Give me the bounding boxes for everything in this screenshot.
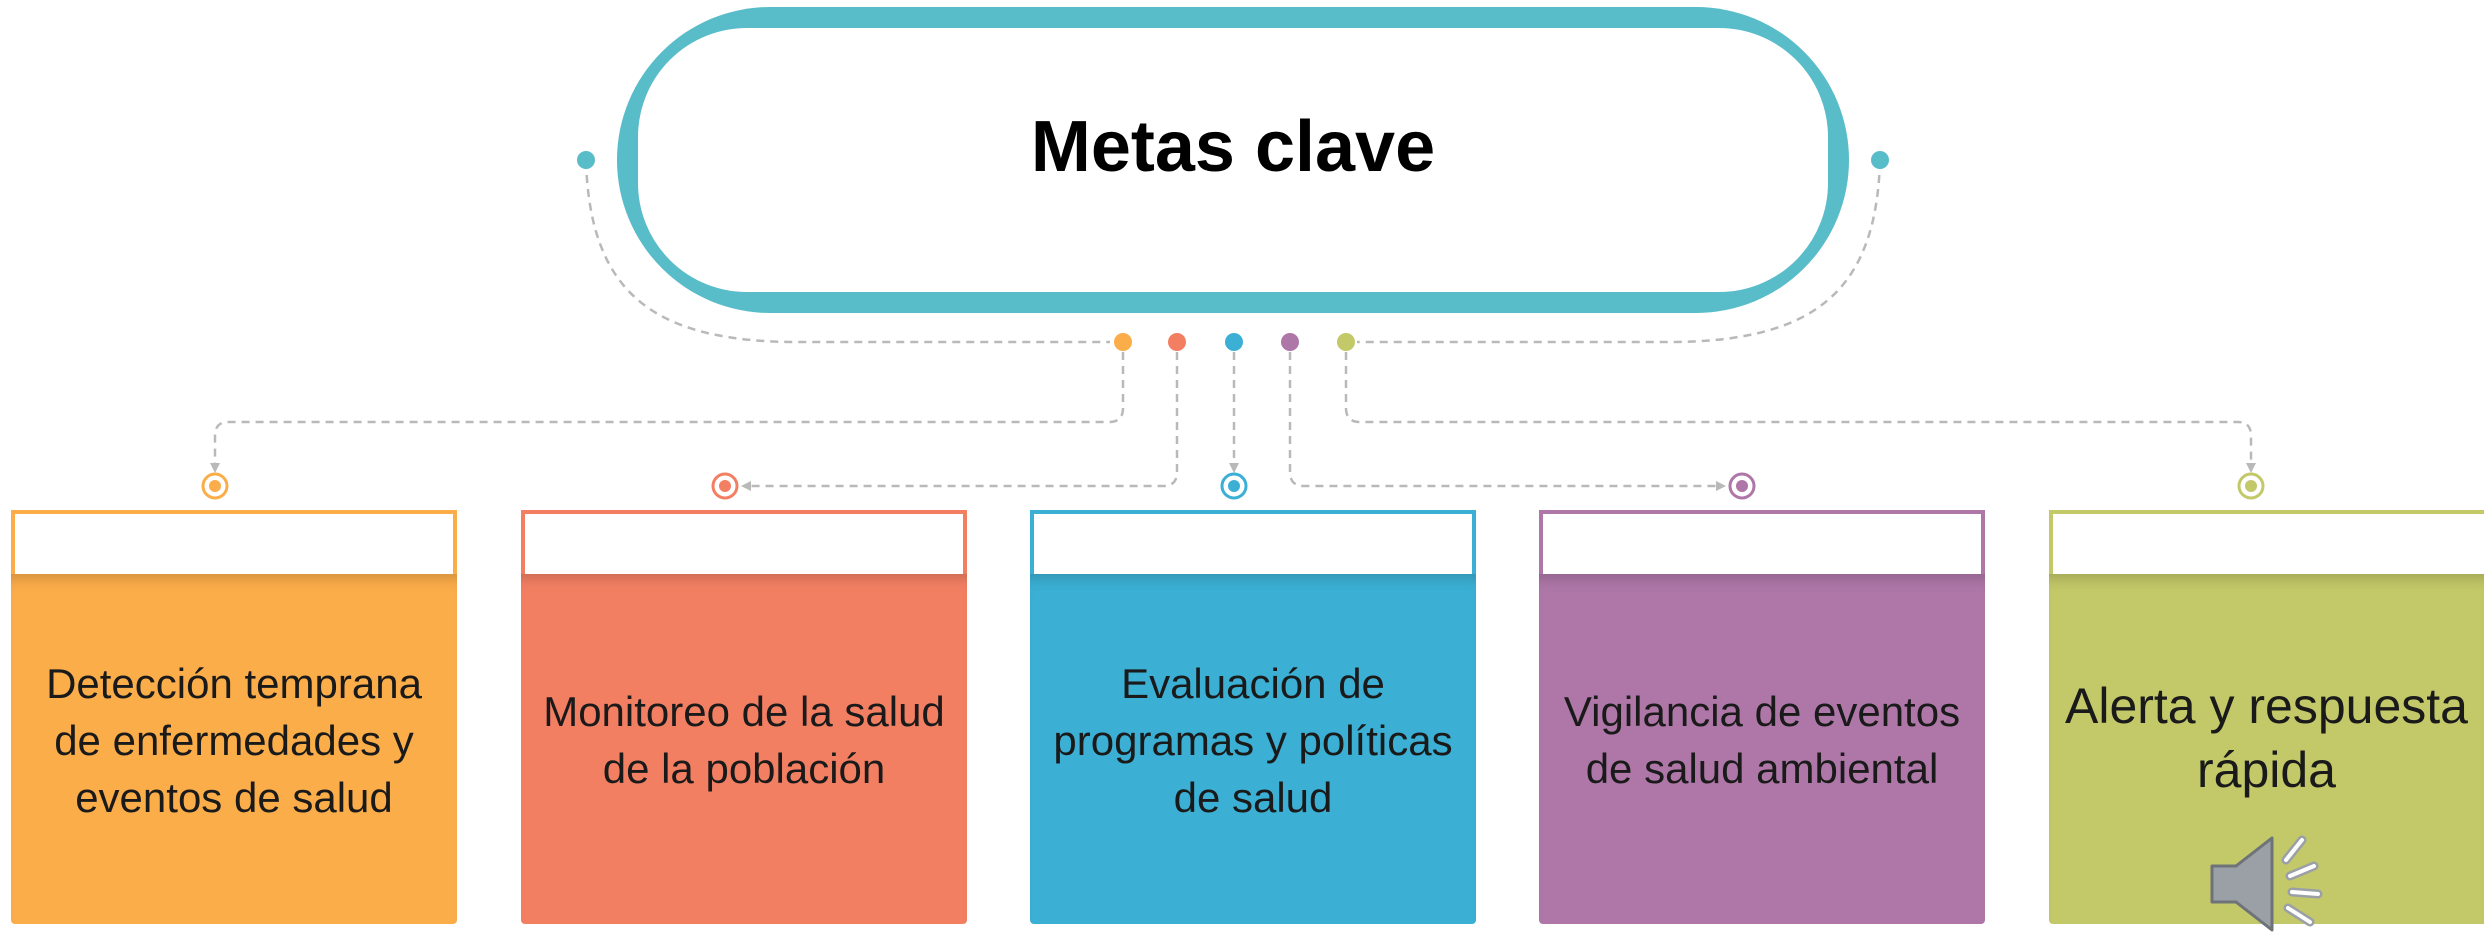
dot-goal-3 xyxy=(1225,333,1243,351)
dot-goal-4 xyxy=(1281,333,1299,351)
arc-dot-left xyxy=(577,151,595,169)
dot-goal-2 xyxy=(1168,333,1186,351)
goal-card-body: Detección temprana de enfermedades y eve… xyxy=(11,574,457,924)
diagram-title: Metas clave xyxy=(1030,107,1436,187)
dot-goal-5 xyxy=(1337,333,1355,351)
title-pill-inner xyxy=(629,19,1837,301)
goal-card-3: Evaluación de programas y políticas de s… xyxy=(1030,510,1476,924)
goal-card-header xyxy=(521,510,967,574)
goal-card-body: Monitoreo de la salud de la población xyxy=(521,574,967,924)
speaker-icon[interactable] xyxy=(2206,826,2336,944)
connector-goal-4 xyxy=(1288,352,1726,491)
connector-goal-5 xyxy=(1344,352,2256,473)
arc-dot-right xyxy=(1871,151,1889,169)
connector-right-arc xyxy=(1357,160,1882,344)
connector-left-arc xyxy=(584,160,1110,344)
goal-card-header xyxy=(1539,510,1985,574)
goal-label: Vigilancia de eventos de salud ambiental xyxy=(1563,688,1961,792)
goal-card-1: Detección temprana de enfermedades y eve… xyxy=(11,510,457,924)
dot-goal-1 xyxy=(1114,333,1132,351)
title-pill: Metas clave xyxy=(617,7,1849,313)
marker-goal-4 xyxy=(1728,472,1756,500)
goal-card-4: Vigilancia de eventos de salud ambiental xyxy=(1539,510,1985,924)
connector-goal-1 xyxy=(210,352,1125,473)
goal-label: Alerta y respuesta rápida xyxy=(2065,678,2468,798)
marker-goal-1 xyxy=(201,472,229,500)
goal-card-body: Evaluación de programas y políticas de s… xyxy=(1030,574,1476,924)
marker-goal-2 xyxy=(711,472,739,500)
goal-card-header xyxy=(2049,510,2484,574)
goal-card-body: Vigilancia de eventos de salud ambiental xyxy=(1539,574,1985,924)
goal-label: Detección temprana de enfermedades y eve… xyxy=(46,659,422,821)
goal-label: Monitoreo de la salud de la población xyxy=(543,688,945,792)
goal-card-header xyxy=(11,510,457,574)
goal-label: Evaluación de programas y políticas de s… xyxy=(1053,659,1453,821)
goal-card-header xyxy=(1030,510,1476,574)
goal-card-2: Monitoreo de la salud de la población xyxy=(521,510,967,924)
marker-goal-5 xyxy=(2237,472,2265,500)
marker-goal-3 xyxy=(1220,472,1248,500)
connector-goal-2 xyxy=(741,352,1179,491)
